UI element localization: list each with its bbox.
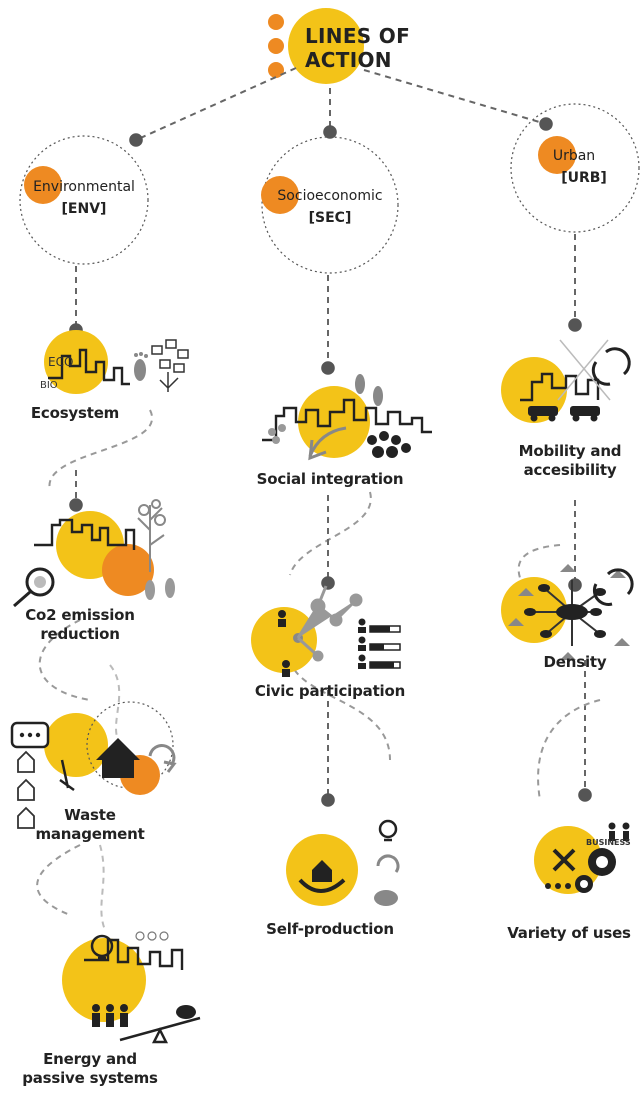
- bio-badge: BIO: [40, 380, 58, 391]
- label-line: accesibility: [523, 461, 617, 479]
- title-part3: ACTION: [305, 48, 392, 72]
- label-line: reduction: [40, 625, 120, 643]
- scale-icon: [119, 1016, 201, 1044]
- label-line: management: [35, 825, 145, 843]
- ecosystem-illustration: [44, 330, 189, 394]
- energy-illustration: [62, 931, 201, 1044]
- variety-illustration: [534, 822, 630, 894]
- piggy-bank-icon: [374, 890, 398, 906]
- eco-badge: ECO: [48, 355, 74, 369]
- title-part2: OF: [378, 24, 411, 48]
- gear-icon: [575, 848, 616, 893]
- label-energy-passive-systems: Energy and passive systems: [0, 1050, 180, 1088]
- footprint-icon: [134, 352, 148, 381]
- hands-house-icon: [298, 860, 346, 893]
- category-urb: [510, 103, 640, 233]
- category-name: Environmental: [33, 179, 135, 195]
- hub-icon: [524, 580, 606, 646]
- recycle-icon: [376, 854, 400, 873]
- mobility-illustration: [501, 339, 631, 423]
- house-icon: [508, 564, 630, 660]
- category-code: [SEC]: [308, 210, 352, 226]
- tree-icon: [137, 499, 166, 572]
- label-social-integration: Social integration: [256, 470, 404, 488]
- label-mobility-accesibility: Mobility and accesibility: [505, 442, 635, 480]
- crowd-icon: [367, 431, 411, 458]
- handshake-icon: [608, 822, 630, 841]
- category-name: Urban: [552, 148, 596, 164]
- label-waste-management: Waste management: [10, 806, 170, 844]
- category-env-label: Environmental [ENV]: [14, 176, 154, 220]
- footprint-icon: [145, 578, 175, 600]
- label-line: Energy and: [43, 1050, 137, 1068]
- label-line: passive systems: [22, 1069, 158, 1087]
- footprint-icon: [355, 374, 383, 406]
- business-badge: BUSINESS: [586, 838, 631, 847]
- recycle-arrows-icon: [592, 568, 634, 606]
- label-variety-of-uses: Variety of uses: [507, 924, 631, 942]
- label-line: Co2 emission: [25, 606, 135, 624]
- label-line: Waste: [64, 806, 116, 824]
- recycle-arrows-icon: [591, 347, 631, 386]
- arrow-icon: [308, 426, 347, 461]
- waste-illustration: [10, 701, 177, 829]
- people-icon: [92, 1004, 128, 1027]
- urb-connectors: [517, 500, 601, 802]
- speech-bubble-icon: [10, 721, 50, 749]
- title-badge: [268, 8, 364, 84]
- env-connectors: [36, 409, 154, 931]
- label-ecosystem: Ecosystem: [30, 404, 120, 422]
- lightbulb-icon: [90, 934, 114, 960]
- social-integration-illustration: [262, 374, 432, 461]
- label-self-production: Self-production: [266, 920, 394, 938]
- label-co2-emission-reduction: Co2 emission reduction: [0, 606, 160, 644]
- category-env: [19, 135, 149, 265]
- category-code: [ENV]: [61, 201, 107, 217]
- house-icon: [96, 738, 140, 778]
- category-urb-label: Urban [URB]: [524, 145, 624, 189]
- category-code: [URB]: [561, 170, 607, 186]
- label-line: Mobility and: [518, 442, 622, 460]
- sec-connectors: [289, 491, 391, 807]
- density-illustration: [501, 564, 634, 660]
- tools-icon: [552, 848, 576, 872]
- people-icon: [278, 610, 290, 677]
- lightbulb-icon: [378, 819, 398, 842]
- label-density: Density: [543, 653, 607, 671]
- piggy-bank-icon: [176, 1005, 196, 1019]
- magnifier-icon: [13, 567, 55, 608]
- car-icon: [528, 406, 600, 422]
- recycle-icon: [148, 744, 177, 773]
- category-name: Socioeconomic: [277, 188, 383, 204]
- title-part1: LINES: [305, 24, 372, 48]
- tree-icon: [151, 339, 189, 392]
- bar-icon: [358, 618, 401, 669]
- label-civic-participation: Civic participation: [254, 682, 406, 700]
- co2-illustration: [13, 499, 175, 608]
- top-connectors: [129, 67, 553, 147]
- category-connectors: [69, 234, 582, 375]
- diagram-title: LINES OF ACTION: [305, 24, 445, 72]
- self-production-illustration: [286, 819, 400, 906]
- civic-participation-illustration: [251, 585, 401, 677]
- category-sec-label: Socioeconomic [SEC]: [260, 185, 400, 229]
- category-sec: [261, 136, 399, 274]
